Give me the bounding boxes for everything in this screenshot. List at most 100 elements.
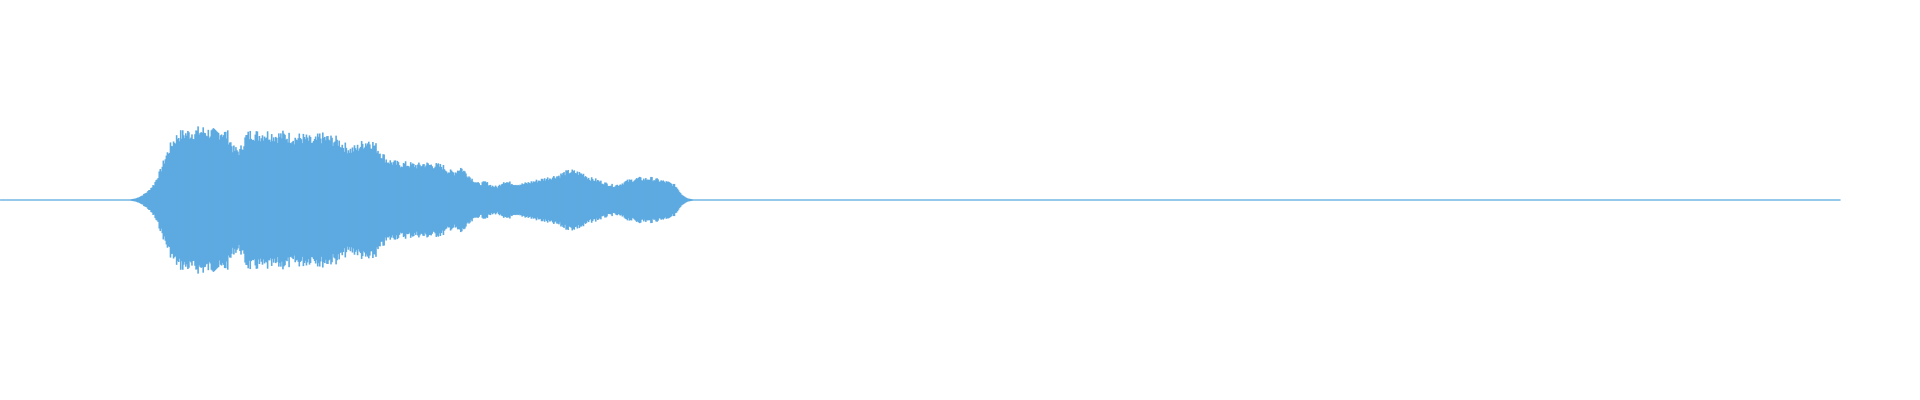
waveform-bar bbox=[1717, 199, 1719, 201]
waveform-bar bbox=[566, 170, 568, 230]
waveform-bar bbox=[56, 199, 58, 201]
waveform-bar bbox=[828, 199, 830, 201]
waveform-bar bbox=[843, 199, 845, 201]
waveform-bar bbox=[402, 162, 405, 238]
waveform-bar bbox=[1695, 199, 1698, 201]
waveform-bar bbox=[1567, 199, 1569, 201]
waveform-bar bbox=[795, 199, 797, 201]
waveform-bar bbox=[192, 138, 194, 262]
waveform-bar bbox=[1125, 199, 1128, 201]
waveform-bar bbox=[250, 138, 253, 262]
waveform-bar bbox=[769, 199, 772, 201]
waveform-bar bbox=[195, 130, 197, 270]
waveform-bar bbox=[1374, 199, 1377, 201]
waveform-bar bbox=[587, 177, 590, 223]
waveform-bar bbox=[596, 179, 599, 221]
waveform-bar bbox=[664, 182, 667, 218]
waveform-bar bbox=[1562, 199, 1565, 201]
waveform-bar bbox=[1516, 199, 1519, 201]
waveform-bar bbox=[1463, 199, 1466, 201]
waveform-bar bbox=[593, 180, 596, 220]
waveform-bar bbox=[1305, 199, 1307, 201]
waveform-bar bbox=[910, 199, 913, 201]
waveform-bar bbox=[1511, 199, 1514, 201]
waveform-bar bbox=[1336, 199, 1338, 201]
waveform-bar bbox=[1804, 199, 1806, 201]
waveform-bar bbox=[1452, 199, 1455, 201]
waveform-bar bbox=[1139, 199, 1142, 201]
waveform-bar bbox=[1521, 199, 1523, 201]
waveform-bar bbox=[726, 199, 729, 201]
waveform-bar bbox=[489, 184, 492, 216]
waveform-bar bbox=[654, 180, 656, 220]
waveform-bar bbox=[760, 199, 763, 201]
waveform-bar bbox=[520, 184, 522, 216]
waveform-bar bbox=[1273, 199, 1276, 201]
waveform-bar bbox=[1752, 199, 1754, 201]
waveform-bar bbox=[665, 181, 668, 219]
waveform-bar bbox=[1466, 199, 1469, 201]
waveform-bar bbox=[173, 142, 176, 258]
waveform-bar bbox=[280, 133, 282, 267]
waveform-bar bbox=[18, 199, 21, 201]
waveform-bar bbox=[1129, 199, 1132, 201]
waveform-bar bbox=[563, 172, 565, 228]
waveform-bar bbox=[819, 199, 822, 201]
waveform-bar bbox=[637, 177, 640, 223]
waveform-bar bbox=[257, 140, 260, 260]
waveform-bar bbox=[1722, 199, 1725, 201]
waveform-bar bbox=[864, 199, 867, 201]
waveform-bar bbox=[791, 199, 793, 201]
waveform-bar bbox=[1730, 199, 1733, 201]
waveform-bar bbox=[1186, 199, 1189, 201]
waveform-bar bbox=[642, 178, 645, 222]
waveform-bar bbox=[1539, 199, 1542, 201]
waveform-bar bbox=[812, 199, 815, 201]
waveform-bar bbox=[1576, 199, 1578, 201]
waveform-bar bbox=[1715, 199, 1717, 201]
waveform-bar bbox=[96, 199, 98, 201]
waveform-bar bbox=[1262, 199, 1265, 201]
waveform-bar bbox=[672, 184, 675, 217]
waveform-bar bbox=[1300, 199, 1302, 201]
waveform-bar bbox=[417, 164, 419, 236]
waveform-bar bbox=[1799, 199, 1801, 201]
waveform-bar bbox=[1802, 199, 1804, 201]
waveform-bar bbox=[956, 199, 959, 201]
waveform-bar bbox=[1132, 199, 1135, 201]
waveform-bar bbox=[1254, 199, 1256, 201]
waveform-bar bbox=[841, 199, 843, 201]
waveform-bar bbox=[844, 199, 846, 201]
waveform-bar bbox=[496, 188, 499, 212]
waveform-bar bbox=[717, 199, 720, 201]
waveform-bar bbox=[453, 175, 456, 225]
waveform-bar bbox=[66, 199, 69, 201]
waveform-bar bbox=[216, 132, 219, 268]
waveform-bar bbox=[1441, 199, 1443, 201]
waveform-bar bbox=[432, 168, 435, 232]
waveform-bar bbox=[1685, 199, 1688, 201]
waveform-bar bbox=[1820, 199, 1823, 201]
waveform-bar bbox=[135, 198, 138, 202]
waveform-bar bbox=[1323, 199, 1326, 201]
waveform-bar bbox=[1598, 199, 1601, 201]
waveform-bar bbox=[382, 154, 384, 246]
waveform-bar bbox=[157, 178, 160, 222]
waveform-bar bbox=[1834, 199, 1837, 201]
waveform-bar bbox=[495, 186, 498, 214]
waveform-bar bbox=[471, 178, 473, 222]
waveform-bar bbox=[283, 133, 285, 267]
waveform-bar bbox=[1593, 199, 1596, 201]
waveform-bar bbox=[456, 170, 459, 230]
waveform-bar bbox=[493, 187, 496, 213]
waveform-bar bbox=[757, 199, 760, 201]
waveform-bar bbox=[287, 142, 289, 258]
waveform-bar bbox=[1603, 199, 1606, 201]
waveform-bar bbox=[628, 179, 631, 221]
waveform-bar bbox=[1077, 199, 1080, 201]
waveform-bar bbox=[332, 145, 334, 255]
waveform-bar bbox=[1491, 199, 1494, 201]
waveform-bar bbox=[295, 139, 298, 261]
waveform-bar bbox=[658, 181, 660, 219]
waveform-bar bbox=[160, 171, 163, 229]
